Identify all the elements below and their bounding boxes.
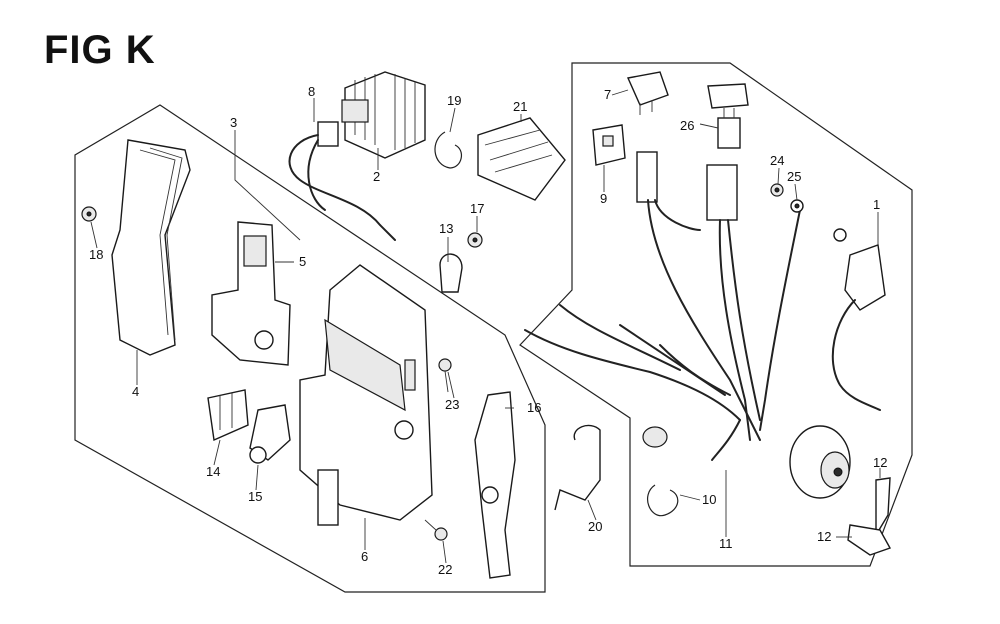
part-harness-11	[524, 151, 801, 461]
part-nut-24	[770, 183, 784, 197]
callout-6: 6	[361, 549, 368, 564]
callout-18: 18	[89, 247, 103, 262]
callout-14: 14	[206, 464, 220, 479]
callout-25: 25	[787, 169, 801, 184]
part-motor	[789, 425, 851, 499]
part-strip-16	[474, 391, 516, 579]
callout-22: 22	[438, 562, 452, 577]
part-fuse-holder	[707, 83, 749, 109]
left-group-outline	[74, 104, 546, 593]
part-fuse-box-21	[477, 117, 566, 201]
callout-12b: 12	[817, 529, 831, 544]
callout-5: 5	[299, 254, 306, 269]
callout-12a: 12	[873, 455, 887, 470]
figure-title: FIG K	[44, 28, 156, 72]
part-terminal-12a	[875, 477, 891, 538]
callout-17: 17	[470, 201, 484, 216]
callout-10: 10	[702, 492, 716, 507]
part-screw-23	[438, 358, 452, 393]
callout-21: 21	[513, 99, 527, 114]
callout-9: 9	[600, 191, 607, 206]
part-cover	[111, 139, 191, 356]
callout-3: 3	[230, 115, 237, 130]
callout-15: 15	[248, 489, 262, 504]
part-connector-8	[288, 121, 396, 241]
part-switch-14	[207, 389, 249, 442]
callout-2: 2	[373, 169, 380, 184]
part-clip-10	[647, 484, 679, 517]
right-group-outline	[519, 62, 913, 567]
leader-lines	[90, 89, 881, 564]
callout-24: 24	[770, 153, 784, 168]
callout-11: 11	[719, 536, 733, 551]
part-screw-22	[424, 519, 448, 541]
part-regulator-2	[341, 71, 426, 159]
callout-19: 19	[447, 93, 461, 108]
part-sensor-1	[831, 228, 886, 411]
part-switch-15	[249, 404, 291, 464]
callout-1: 1	[873, 197, 880, 212]
part-control-panel-6	[299, 264, 433, 526]
part-clip-19	[434, 131, 463, 169]
part-relay-7	[627, 71, 669, 115]
callout-4: 4	[132, 384, 139, 399]
callout-16: 16	[527, 400, 541, 415]
callout-26: 26	[680, 118, 694, 133]
callout-20: 20	[588, 519, 602, 534]
part-screw-18	[81, 206, 97, 222]
part-socket-9	[592, 124, 626, 166]
callout-23: 23	[445, 397, 459, 412]
part-fuse-26	[717, 108, 741, 149]
callout-13: 13	[439, 221, 453, 236]
part-bracket-5	[211, 221, 291, 366]
part-terminal-12b	[847, 524, 892, 556]
callout-8: 8	[308, 84, 315, 99]
part-clamp-20	[554, 424, 601, 511]
part-bolt-17	[467, 232, 483, 248]
callout-7: 7	[604, 87, 611, 102]
part-clamp-13	[439, 253, 463, 293]
part-grommet	[642, 426, 668, 448]
part-washer-25	[790, 199, 804, 213]
